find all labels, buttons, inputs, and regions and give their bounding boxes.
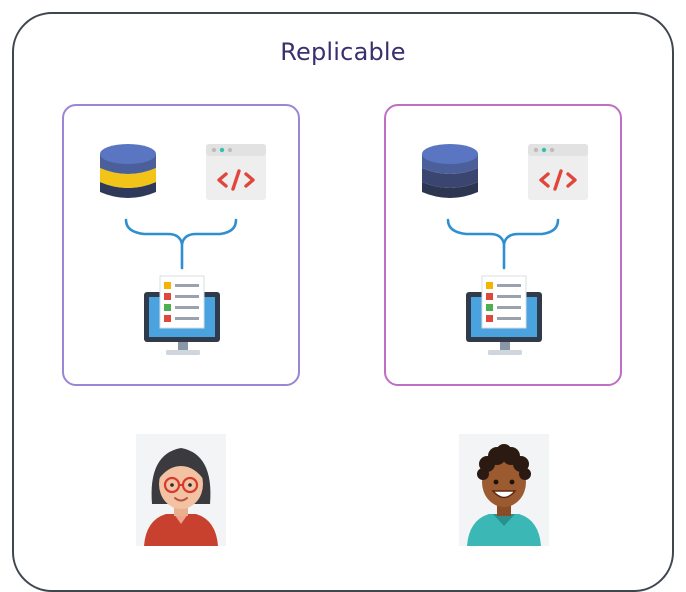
database-icon — [422, 144, 478, 198]
curly-brace-connector — [446, 218, 560, 245]
monitor-checklist-icon — [144, 275, 220, 355]
database-icon — [100, 144, 156, 198]
code-window-icon — [528, 144, 588, 200]
man-smiling-avatar — [459, 434, 549, 546]
workflow-panel-left — [62, 104, 300, 386]
diagram-title: Replicable — [280, 38, 406, 66]
code-window-icon — [206, 144, 266, 200]
workflow-panel-right — [384, 104, 622, 386]
curly-brace-connector — [124, 218, 238, 245]
woman-with-glasses-avatar — [136, 434, 226, 546]
monitor-checklist-icon — [466, 275, 542, 355]
